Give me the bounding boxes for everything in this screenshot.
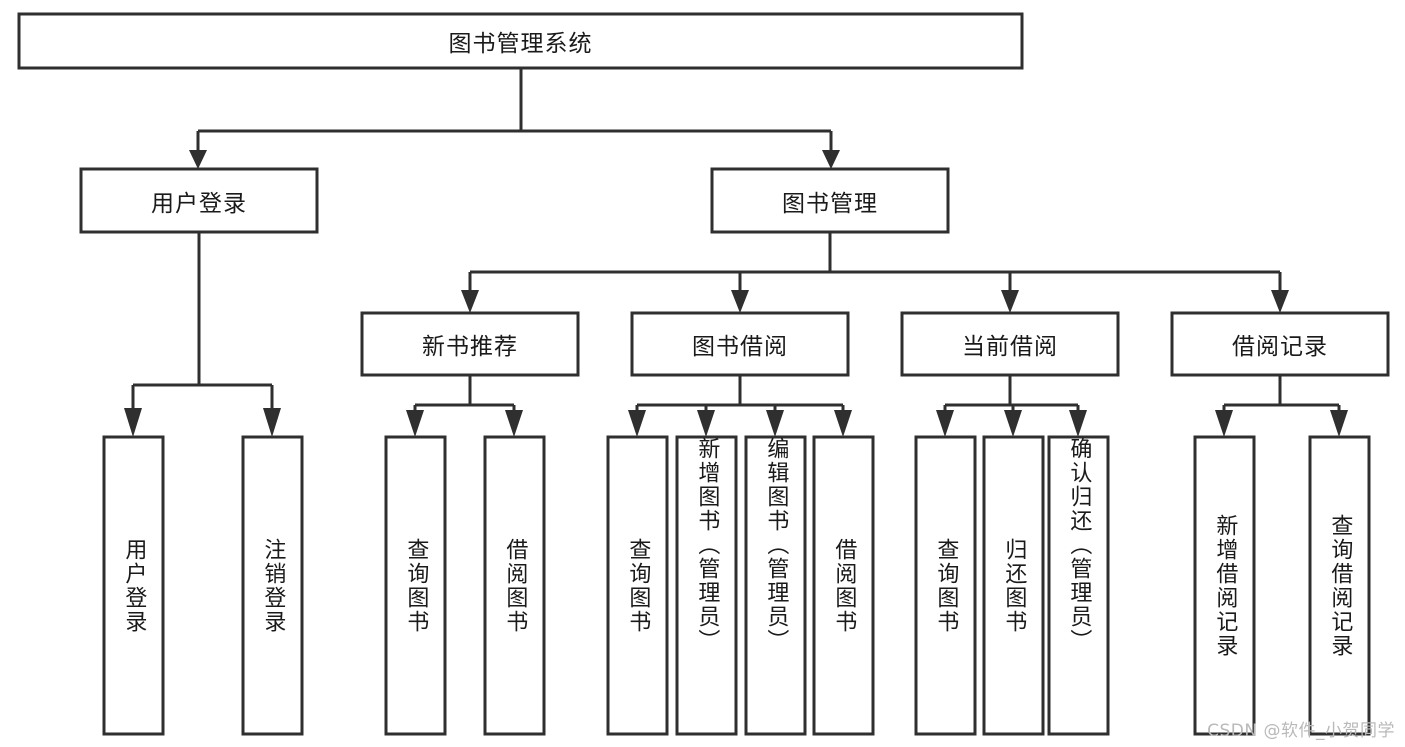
node-new-book-rec-box[interactable] xyxy=(360,311,580,377)
arrowhead-leaf-query-book-1 xyxy=(406,410,424,437)
arrowhead-to-book-borrow xyxy=(731,290,749,313)
node-leaf-borrow-book-2-box[interactable] xyxy=(812,435,875,736)
arrowhead-leaf-user-login xyxy=(124,408,142,437)
node-leaf-user-login-box[interactable] xyxy=(102,435,165,736)
arrowhead-leaf-confirm-return xyxy=(1069,410,1087,437)
node-root-box[interactable] xyxy=(17,12,1024,70)
node-leaf-logout-box[interactable] xyxy=(241,435,304,736)
csdn-watermark: CSDN @软件_小贺同学 xyxy=(1207,721,1395,741)
arrowhead-to-user-login xyxy=(189,150,207,169)
node-leaf-add-record-box[interactable] xyxy=(1193,435,1256,736)
node-borrow-record-box[interactable] xyxy=(1170,311,1390,377)
node-user-login-box[interactable] xyxy=(79,167,319,234)
node-leaf-query-book-3-box[interactable] xyxy=(914,435,977,736)
node-leaf-query-record-box[interactable] xyxy=(1308,435,1371,736)
node-book-borrow-box[interactable] xyxy=(630,311,850,377)
node-leaf-query-book-2-box[interactable] xyxy=(606,435,669,736)
arrowhead-leaf-query-book-3 xyxy=(936,410,954,437)
node-current-borrow-box[interactable] xyxy=(900,311,1120,377)
arrowhead-leaf-edit-book xyxy=(766,410,784,437)
arrowhead-leaf-add-record xyxy=(1215,410,1233,437)
node-book-manage-box[interactable] xyxy=(710,167,950,234)
node-leaf-return-book-box[interactable] xyxy=(982,435,1045,736)
node-leaf-query-book-1-box[interactable] xyxy=(384,435,447,736)
arrowhead-leaf-borrow-book-1 xyxy=(505,410,523,437)
arrowhead-to-book-manage xyxy=(822,150,840,169)
node-leaf-borrow-book-1-box[interactable] xyxy=(483,435,546,736)
arrowhead-leaf-add-book xyxy=(697,410,715,437)
arrowhead-leaf-borrow-book-2 xyxy=(834,410,852,437)
arrowhead-to-new-book-rec xyxy=(461,290,479,313)
arrowhead-to-borrow-record xyxy=(1271,290,1289,313)
arrowhead-leaf-logout xyxy=(263,408,281,437)
arrowhead-to-current-borrow xyxy=(1001,290,1019,313)
node-leaf-add-book-box[interactable] xyxy=(675,435,738,736)
arrowhead-leaf-query-book-2 xyxy=(628,410,646,437)
arrowhead-leaf-query-record xyxy=(1330,410,1348,437)
arrowhead-leaf-return-book xyxy=(1004,410,1022,437)
node-leaf-confirm-return-box[interactable] xyxy=(1047,435,1110,736)
node-leaf-edit-book-box[interactable] xyxy=(744,435,807,736)
